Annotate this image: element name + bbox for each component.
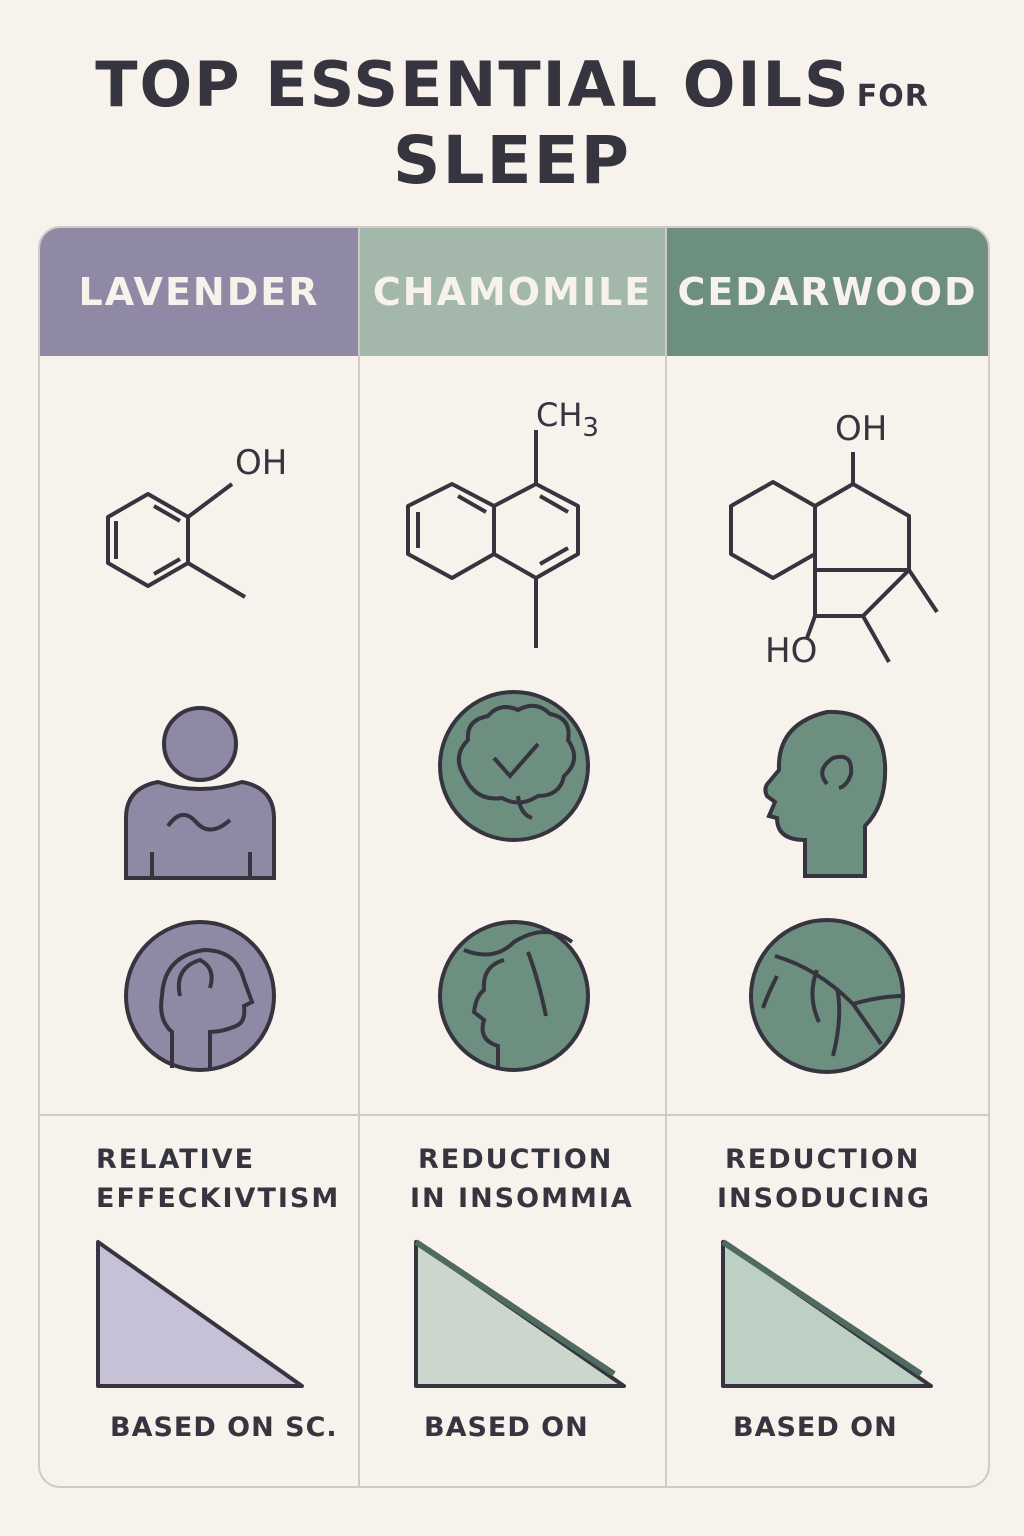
column-lavender: LAVENDER OH [40,228,358,1486]
head-profile-icon [124,920,276,1072]
molecule-label: HO [765,631,817,671]
svg-text:CH3: CH3 [536,396,599,443]
title-small: FOR [856,79,929,114]
molecule-label: OH [835,409,887,449]
molecule-icon: CH3 [406,396,599,648]
title-main: TOP ESSENTIAL OILS [95,48,851,121]
head-ear-icon [763,709,888,878]
footer-note-lavender: BASED ON SC. [110,1412,338,1443]
molecule-icon: OH HO [729,409,939,671]
molecule-icon: OH [106,443,287,599]
column-header-chamomile: CHAMOMILE [360,228,665,356]
stat-label-lavender: RELATIVE EFFECKIVTISM [96,1140,340,1218]
stat-label-line: INSODUCING [717,1183,931,1214]
stat-label-line: REDUCTION [725,1144,921,1175]
face-profile-icon [438,920,590,1072]
stat-label-line: REDUCTION [418,1144,614,1175]
column-header-label: LAVENDER [78,270,320,314]
stat-label-line: RELATIVE [96,1144,256,1175]
effectiveness-triangle [96,1240,304,1388]
molecule-label: CH [536,396,582,434]
column-header-label: CHAMOMILE [372,270,653,314]
column-header-label: CEDARWOOD [677,270,978,314]
brain-check-icon [438,690,590,842]
row-divider [40,1114,988,1116]
branch-icon [749,918,905,1074]
footer-note-cedarwood: BASED ON [733,1412,898,1443]
icons-lavender: OH [40,356,358,1114]
molecule-label: OH [235,443,287,483]
column-divider [665,228,667,1486]
stat-label-chamomile: REDUCTION IN INSOMMIA [410,1140,634,1218]
column-divider [358,228,360,1486]
icons-cedarwood: OH HO [667,356,988,1114]
column-header-cedarwood: CEDARWOOD [667,228,988,356]
stat-label-cedarwood: REDUCTION INSODUCING [717,1140,931,1218]
column-header-lavender: LAVENDER [40,228,358,356]
insodicing-triangle [721,1239,933,1388]
comparison-panel: LAVENDER OH [38,226,990,1488]
column-chamomile: CHAMOMILE CH3 [360,228,665,1486]
insomnia-triangle [414,1239,626,1388]
page-title-line2: SLEEP [392,122,632,199]
column-cedarwood: CEDARWOOD OH HO [667,228,988,1486]
person-icon [124,706,276,880]
molecule-subscript: 3 [582,413,599,443]
stat-label-line: EFFECKIVTISM [96,1183,341,1214]
stat-label-line: IN INSOMMIA [410,1183,634,1214]
icons-chamomile: CH3 [360,356,665,1114]
footer-note-chamomile: BASED ON [424,1412,589,1443]
